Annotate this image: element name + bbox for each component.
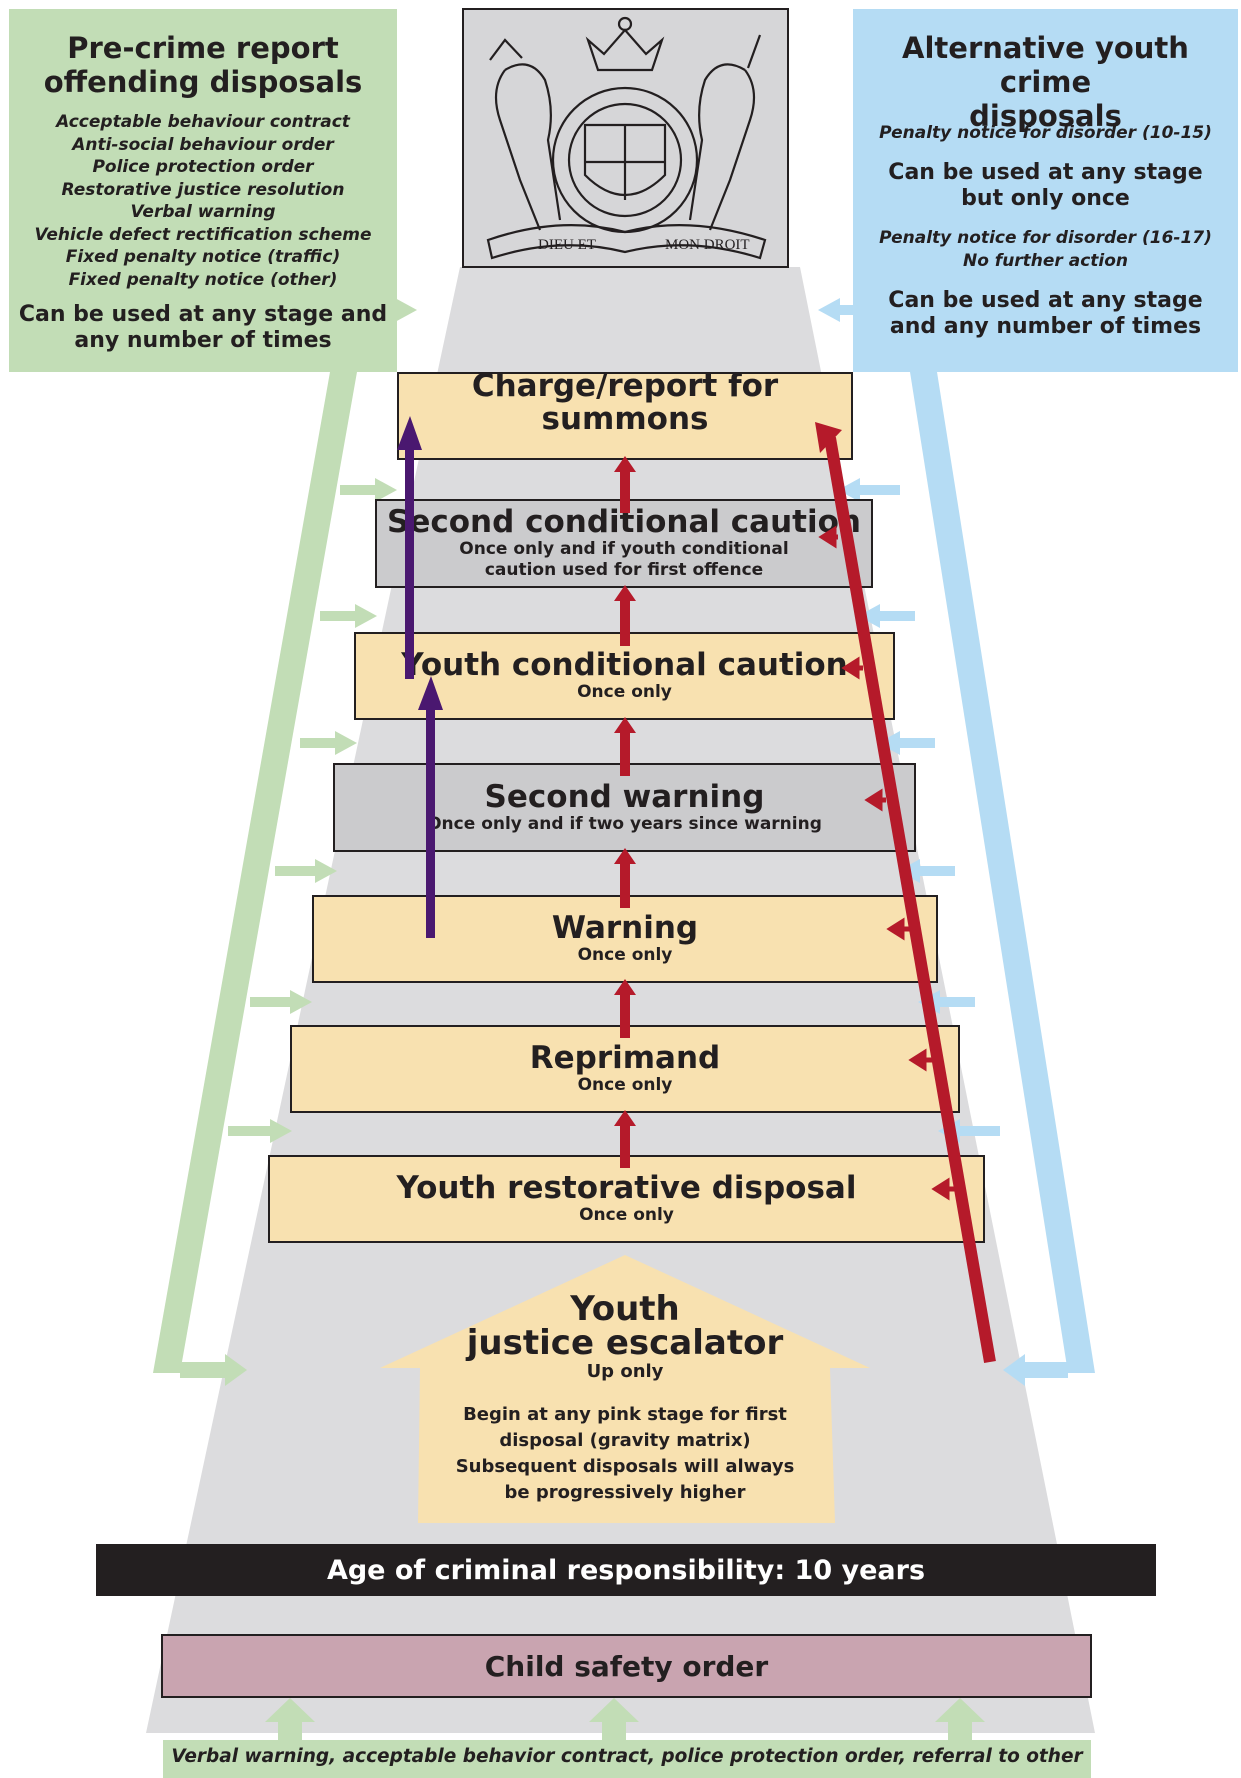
- alternative-note-2: Can be used at any stage and any number …: [853, 288, 1238, 340]
- pre-crime-item: Vehicle defect rectification scheme: [34, 224, 372, 245]
- step-second-warning-title: Second warning: [484, 778, 765, 815]
- alternative-item-pnd-10-15: Penalty notice for disorder (10-15): [879, 123, 1212, 143]
- step-second-conditional-caution-title: Second conditional caution: [387, 504, 861, 540]
- pre-crime-item: Police protection order: [92, 157, 314, 177]
- pre-crime-list: Acceptable behaviour contract Anti-socia…: [9, 111, 397, 291]
- step-second-warning-sub: Once only and if two years since warning: [427, 813, 822, 834]
- pre-crime-item: Fixed penalty notice (traffic): [65, 247, 341, 267]
- step-youth-conditional-caution-title: Youth conditional caution: [401, 647, 848, 683]
- royal-crest: DIEU ET MON DROIT: [462, 8, 789, 268]
- step-youth-conditional-caution: Youth conditional caution Once only: [354, 632, 895, 720]
- escalator-subtitle: Up only: [586, 1361, 664, 1382]
- step-reprimand: Reprimand Once only: [290, 1025, 960, 1113]
- escalator-label: Youth justice escalator Up only: [420, 1292, 830, 1384]
- age-of-responsibility-bar: Age of criminal responsibility: 10 years: [96, 1544, 1156, 1596]
- step-charge: Charge/report for summons: [397, 368, 853, 460]
- step-youth-restorative-disposal: Youth restorative disposal Once only: [268, 1155, 985, 1243]
- escalator-desc-line: disposal (gravity matrix): [499, 1430, 751, 1451]
- alternative-title-line-1: Alternative youth crime: [902, 31, 1189, 99]
- pre-crime-item: Acceptable behaviour contract: [56, 112, 350, 132]
- child-safety-order: Child safety order: [161, 1634, 1092, 1698]
- pre-crime-note-line-1: Can be used at any stage and: [18, 302, 388, 327]
- escalator-desc-line: Begin at any pink stage for first: [463, 1404, 787, 1425]
- step-warning: Warning Once only: [312, 895, 938, 983]
- crest-motto-left: DIEU ET: [538, 237, 596, 253]
- step-second-conditional-caution: Second conditional caution Once only and…: [375, 499, 873, 588]
- step-second-conditional-caution-sub: Once only and if youth conditional cauti…: [459, 539, 789, 580]
- alternative-note-1: Can be used at any stage but only once: [853, 160, 1238, 212]
- step-reprimand-title: Reprimand: [529, 1040, 721, 1076]
- step-youth-restorative-disposal-title: Youth restorative disposal: [396, 1170, 857, 1206]
- escalator-title-line-2: justice escalator: [466, 1323, 784, 1363]
- escalator-desc-line: Subsequent disposals will always: [455, 1456, 795, 1477]
- step-warning-title: Warning: [551, 910, 699, 946]
- step-youth-conditional-caution-sub: Once only: [577, 682, 672, 702]
- step-charge-title: Charge/report for summons: [471, 368, 779, 437]
- pre-crime-note-line-2: any number of times: [74, 328, 332, 353]
- step-second-warning: Second warning Once only and if two year…: [333, 763, 916, 852]
- pre-crime-item: Verbal warning: [130, 202, 276, 222]
- bottom-up-arrows: [265, 1698, 985, 1755]
- bottom-disposals-band: Verbal warning, acceptable behavior cont…: [163, 1740, 1091, 1778]
- pre-crime-item: Fixed penalty notice (other): [68, 269, 338, 290]
- pre-crime-title-line-2: offending disposals: [43, 65, 363, 99]
- step-youth-restorative-disposal-sub: Once only: [579, 1205, 674, 1225]
- crest-motto-right: MON DROIT: [665, 237, 750, 253]
- alternative-title-line-2: disposals: [969, 99, 1122, 133]
- pre-crime-item: Anti-social behaviour order: [72, 134, 334, 155]
- left-rail-arrows: [180, 298, 417, 1386]
- alternative-panel: Alternative youth crime disposals Penalt…: [853, 9, 1238, 372]
- alternative-note-1-line-2: but only once: [961, 186, 1130, 211]
- alternative-list-2: Penalty notice for disorder (16-17) No f…: [853, 227, 1238, 272]
- alternative-note-2-line-1: Can be used at any stage: [888, 288, 1203, 313]
- step-reprimand-sub: Once only: [577, 1075, 673, 1095]
- pre-crime-panel: Pre-crime report offending disposals Acc…: [9, 9, 397, 372]
- escalator-desc-line: be progressively higher: [504, 1482, 746, 1503]
- alternative-item-pnd-16-17: Penalty notice for disorder (16-17): [879, 228, 1212, 248]
- pre-crime-title-line-1: Pre-crime report: [67, 31, 339, 65]
- alternative-item-nfa: No further action: [962, 250, 1129, 271]
- escalator-description: Begin at any pink stage for first dispos…: [420, 1402, 830, 1506]
- escalator-title-line-1: Youth: [570, 1289, 680, 1329]
- alternative-note-2-line-2: and any number of times: [889, 314, 1202, 339]
- pre-crime-item: Restorative justice resolution: [61, 179, 345, 200]
- alternative-note-1-line-1: Can be used at any stage: [888, 160, 1203, 185]
- step-warning-sub: Once only: [577, 945, 673, 965]
- left-rail: [153, 298, 417, 1386]
- pre-crime-note: Can be used at any stage and any number …: [9, 302, 397, 354]
